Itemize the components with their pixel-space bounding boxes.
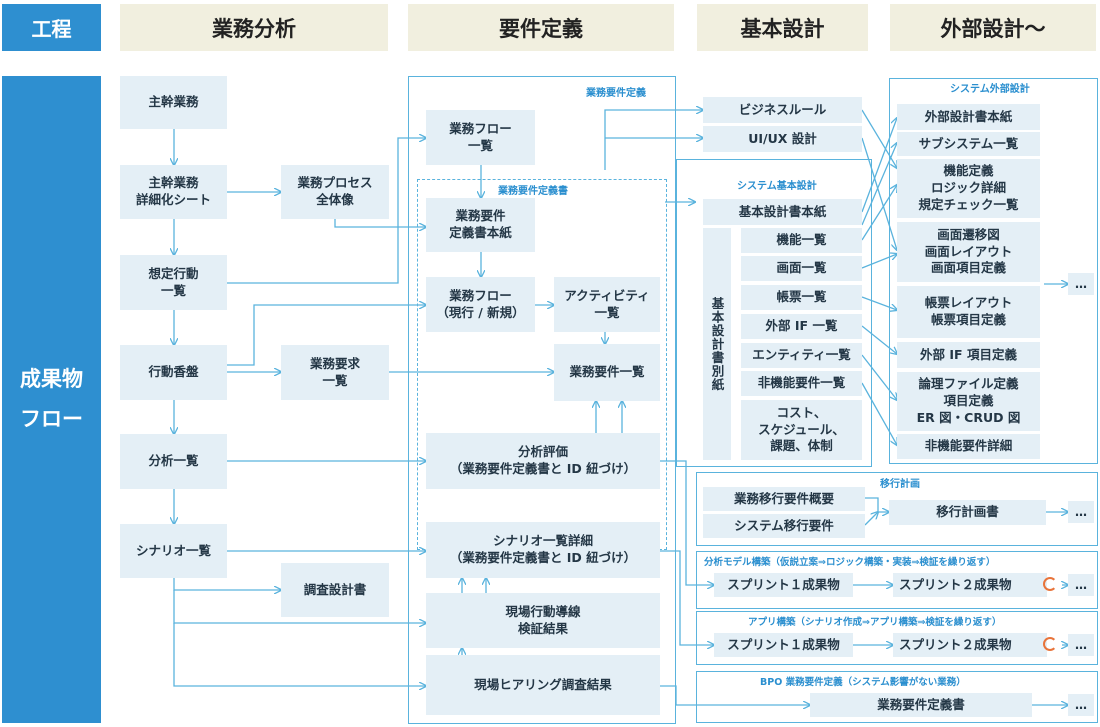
migration-caption: 移行計画 [880, 479, 920, 490]
system-basic-frame [676, 159, 872, 467]
survey-design-box: 調査設計書 [281, 563, 389, 617]
model-ellipsis: … [1068, 574, 1094, 596]
app-build-frame [696, 611, 1098, 665]
cost-schedule-box: コスト、 スケジュール、 課題、体制 [741, 400, 862, 460]
business-req-list-box: 業務要件一覧 [554, 344, 660, 401]
basic-design-cover-box: 基本設計書本紙 [703, 199, 862, 225]
system-external-caption: システム外部設計 [950, 84, 1030, 95]
scenario-detail-box: シナリオ一覧詳細 （業務要件定義書と ID 紐づけ） [426, 522, 660, 578]
model-sprint2-box: スプリント２成果物 [893, 573, 1047, 597]
flow-current-new-box: 業務フロー （現行 / 新規） [426, 277, 535, 332]
screen-list-box: 画面一覧 [741, 256, 862, 281]
function-definition-box: 機能定義 ロジック詳細 規定チェック一覧 [897, 159, 1040, 218]
field-hearing-box: 現場ヒアリング調査結果 [426, 655, 660, 715]
cycle-icon [1043, 577, 1057, 591]
function-list-box: 機能一覧 [741, 228, 862, 253]
uiux-design-box: UI/UX 設計 [703, 126, 862, 152]
business-req-doc-caption: 業務要件定義書 [498, 186, 568, 197]
bpo-ellipsis: … [1068, 694, 1094, 716]
phase-header-basic-design: 基本設計 [697, 4, 868, 51]
migration-ellipsis: … [1068, 501, 1094, 523]
process-overview-box: 業務プロセス 全体像 [281, 165, 389, 219]
action-board-box: 行動香盤 [120, 345, 227, 400]
system-migration-box: システム移行要件 [703, 514, 865, 538]
analysis-model-frame [696, 551, 1098, 609]
requirements-list-box: 業務要求 一覧 [281, 345, 389, 400]
flow-list-box: 業務フロー 一覧 [426, 110, 535, 165]
core-business-box: 主幹業務 [120, 76, 227, 129]
bpo-frame [696, 671, 1098, 723]
nonfunctional-detail-box: 非機能要件詳細 [897, 434, 1040, 459]
migration-plan-box: 移行計画書 [889, 500, 1046, 525]
phase-header-analysis: 業務分析 [120, 4, 388, 51]
business-req-frame [408, 76, 676, 724]
field-action-box: 現場行動導線 検証結果 [426, 593, 660, 648]
basic-design-appendix-box: 基本設計書別紙 [703, 228, 731, 460]
core-business-detail-box: 主幹業務 詳細化シート [120, 165, 227, 219]
app-ellipsis: … [1068, 634, 1094, 656]
deliverable-flow-label: 成果物 フロー [2, 76, 101, 723]
external-if-definition-box: 外部 IF 項目定義 [897, 342, 1040, 368]
req-doc-cover-box: 業務要件 定義書本紙 [426, 198, 535, 252]
external-ellipsis: … [1068, 273, 1094, 295]
app-sprint1-box: スプリント１成果物 [714, 633, 853, 657]
form-list-box: 帳票一覧 [741, 285, 862, 310]
system-basic-caption: システム基本設計 [737, 181, 817, 192]
expected-actions-box: 想定行動 一覧 [120, 255, 227, 310]
phase-header-external-design: 外部設計〜 [890, 4, 1096, 51]
nonfunctional-list-box: 非機能要件一覧 [741, 371, 862, 396]
business-migration-box: 業務移行要件概要 [703, 487, 865, 511]
external-if-list-box: 外部 IF 一覧 [741, 314, 862, 339]
bpo-req-doc-box: 業務要件定義書 [810, 693, 1032, 717]
app-build-caption: アプリ構築（シナリオ作成⇒アプリ構築⇒検証を繰り返す） [748, 617, 1002, 628]
cycle-icon [1043, 637, 1057, 651]
system-external-frame [889, 78, 1098, 464]
phase-header-requirements: 要件定義 [408, 4, 674, 51]
activity-list-box: アクティビティ 一覧 [554, 277, 660, 332]
subsystem-list-box: サブシステム一覧 [897, 132, 1040, 156]
migration-frame [696, 472, 1098, 546]
analysis-model-caption: 分析モデル構築（仮説立案⇒ロジック構築・実装⇒検証を繰り返す） [704, 557, 996, 568]
external-design-cover-box: 外部設計書本紙 [897, 104, 1040, 130]
entity-list-box: エンティティ一覧 [741, 343, 862, 368]
analysis-eval-box: 分析評価 （業務要件定義書と ID 紐づけ） [426, 433, 660, 489]
scenario-list-box: シナリオ一覧 [120, 524, 227, 578]
form-definition-box: 帳票レイアウト 帳票項目定義 [897, 286, 1040, 338]
analysis-list-box: 分析一覧 [120, 434, 227, 489]
logical-file-definition-box: 論理ファイル定義 項目定義 ER 図・CRUD 図 [897, 372, 1040, 431]
business-req-caption: 業務要件定義 [586, 88, 646, 99]
model-sprint1-box: スプリント１成果物 [714, 573, 853, 597]
process-label: 工程 [2, 4, 101, 51]
bpo-caption: BPO 業務要件定義（システム影響がない業務） [760, 677, 966, 688]
screen-definition-box: 画面遷移図 画面レイアウト 画面項目定義 [897, 222, 1040, 282]
business-rule-box: ビジネスルール [703, 97, 862, 123]
app-sprint2-box: スプリント２成果物 [893, 633, 1047, 657]
